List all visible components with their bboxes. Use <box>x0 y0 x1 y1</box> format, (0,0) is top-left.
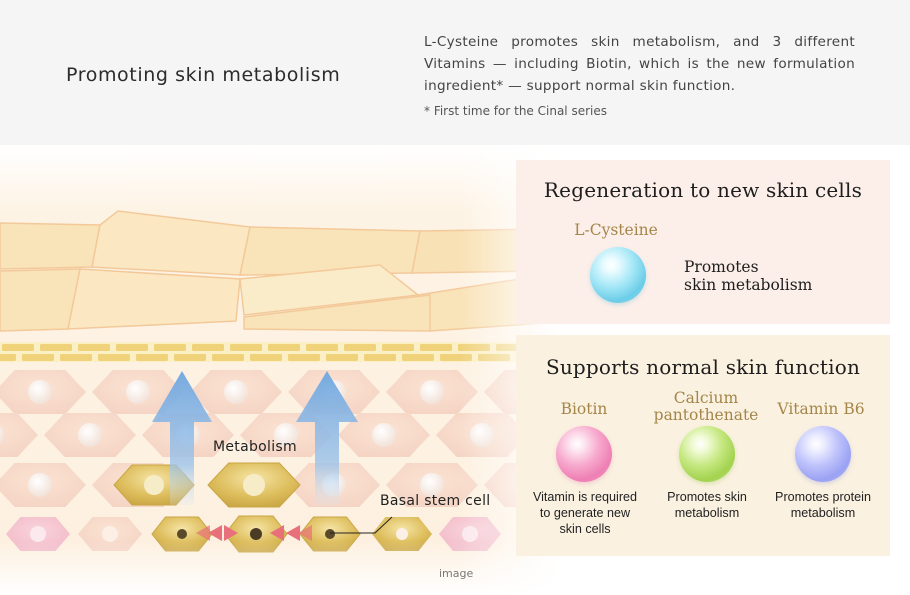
vitamin-b6-name: Vitamin B6 <box>777 400 865 418</box>
regeneration-title: Regeneration to new skin cells <box>543 178 863 202</box>
calcium-pantothenate-name-line: pantothenate <box>653 406 759 424</box>
vitamin-b6-effect-line: metabolism <box>790 506 856 520</box>
calcium-pantothenate-name: Calcium pantothenate <box>646 390 766 424</box>
calcium-pantothenate-name-line: Calcium <box>673 389 739 407</box>
l-cysteine-effect-line1: Promotes <box>684 258 759 276</box>
header-section: Promoting skin metabolism L-Cysteine pro… <box>0 0 910 145</box>
calcium-pantothenate-effect-line: metabolism <box>674 506 740 520</box>
image-caption: image <box>439 567 474 580</box>
l-cysteine-sphere-icon <box>590 247 646 303</box>
biotin-effect-line: to generate new <box>539 506 631 520</box>
regeneration-panel: Regeneration to new skin cells L-Cystein… <box>516 160 890 324</box>
biotin-name: Biotin <box>560 400 608 418</box>
l-cysteine-name: L-Cysteine <box>574 221 658 239</box>
skin-function-panel: Supports normal skin function Biotin Vit… <box>516 335 890 556</box>
biotin-effect-line: skin cells <box>559 522 611 536</box>
biotin-sphere-icon <box>556 426 612 482</box>
biotin-effect-line: Vitamin is required <box>532 490 638 504</box>
calcium-pantothenate-sphere-icon <box>679 426 735 482</box>
l-cysteine-effect-line2: skin metabolism <box>684 276 813 294</box>
vitamin-b6-effect-line: Promotes protein <box>775 490 871 504</box>
page-title: Promoting skin metabolism <box>66 64 341 86</box>
vitamin-b6-effect: Promotes protein metabolism <box>756 489 890 521</box>
calcium-pantothenate-effect: Promotes skin metabolism <box>642 489 772 521</box>
basal-stem-cell-label: Basal stem cell <box>380 493 491 509</box>
biotin-effect: Vitamin is required to generate new skin… <box>520 489 650 537</box>
header-description: L-Cysteine promotes skin metabolism, and… <box>424 34 855 94</box>
skin-layer-illustration: Metabolism Basal stem cell image <box>0 145 560 595</box>
calcium-pantothenate-effect-line: Promotes skin <box>667 490 747 504</box>
skin-function-title: Supports normal skin function <box>545 355 861 379</box>
vitamin-b6-sphere-icon <box>795 426 851 482</box>
metabolism-label: Metabolism <box>213 439 297 455</box>
skin-cross-section-graphic <box>0 145 560 595</box>
footnote: * First time for the Cinal series <box>424 104 607 118</box>
